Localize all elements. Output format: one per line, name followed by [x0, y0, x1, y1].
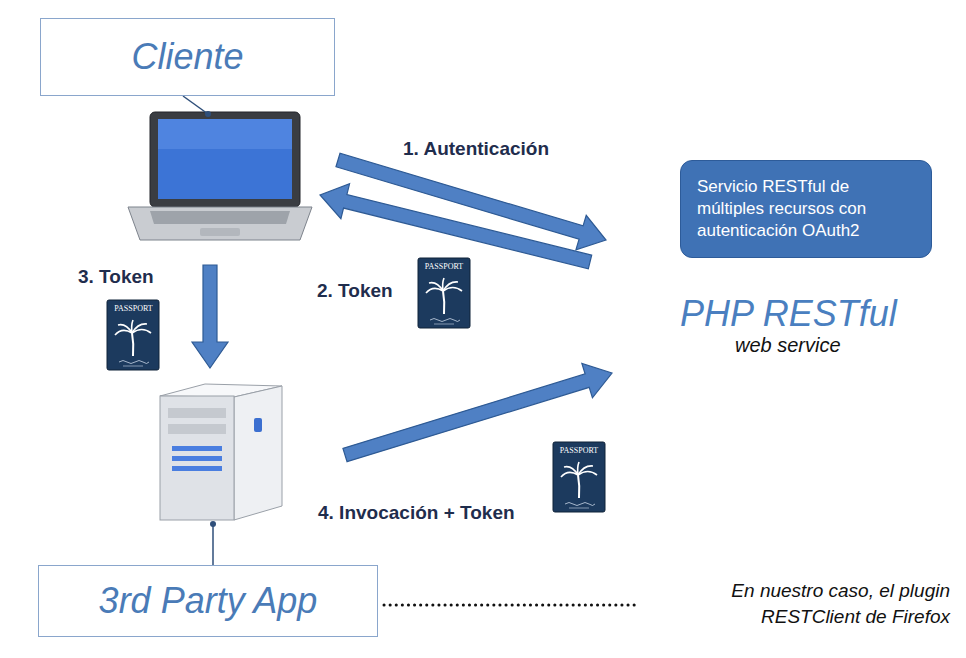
passport-text: PASSPORT: [425, 262, 463, 272]
leader-line: [183, 96, 208, 114]
step-label: 3. Token: [78, 266, 154, 289]
step-label: 2. Token: [317, 280, 393, 303]
service-subtitle: web service: [735, 333, 841, 357]
actor-box: Cliente: [40, 18, 335, 96]
leader-line: [212, 524, 214, 565]
step-label: 4. Invocación + Token: [318, 502, 515, 525]
node-text: Cliente: [131, 37, 243, 77]
laptop-lid: [150, 112, 300, 207]
laptop-screen-glare: [158, 119, 292, 149]
server-illustration: [160, 384, 282, 520]
passport-icon: [553, 442, 605, 512]
actor-box: 3rd Party App: [38, 565, 378, 637]
laptop-illustration: [128, 112, 312, 240]
laptop-touchpad: [200, 228, 240, 236]
dotted-line: [384, 604, 636, 607]
node-text: Servicio RESTful de múltiples recursos c…: [697, 176, 915, 242]
leader-dot: [205, 111, 211, 117]
service-title: PHP RESTful: [680, 292, 897, 335]
server-front: [160, 396, 234, 520]
passport-icon: [107, 300, 159, 370]
server-light: [172, 456, 222, 461]
leader-dot: [210, 521, 216, 527]
flow-arrows: [192, 153, 612, 461]
flow-arrow: [192, 265, 228, 368]
server-led: [254, 418, 262, 432]
passport-icon: [418, 258, 470, 328]
note-text: En nuestro caso, el plugin RESTClient de…: [645, 578, 950, 629]
passport-text: PASSPORT: [114, 304, 152, 314]
node-text: 3rd Party App: [99, 581, 318, 621]
server-bay: [168, 424, 226, 434]
passport-text: PASSPORT: [560, 446, 598, 456]
server-bay: [168, 408, 226, 418]
service-box: Servicio RESTful de múltiples recursos c…: [680, 160, 932, 258]
step-label: 1. Autenticación: [403, 138, 549, 161]
flow-arrow: [343, 363, 612, 461]
flow-arrow: [320, 184, 592, 269]
server-light: [172, 446, 222, 451]
laptop-base: [128, 207, 312, 240]
laptop-keyboard: [150, 211, 290, 224]
server-side: [234, 386, 282, 520]
laptop-screen: [158, 119, 292, 199]
server-light: [172, 466, 222, 471]
